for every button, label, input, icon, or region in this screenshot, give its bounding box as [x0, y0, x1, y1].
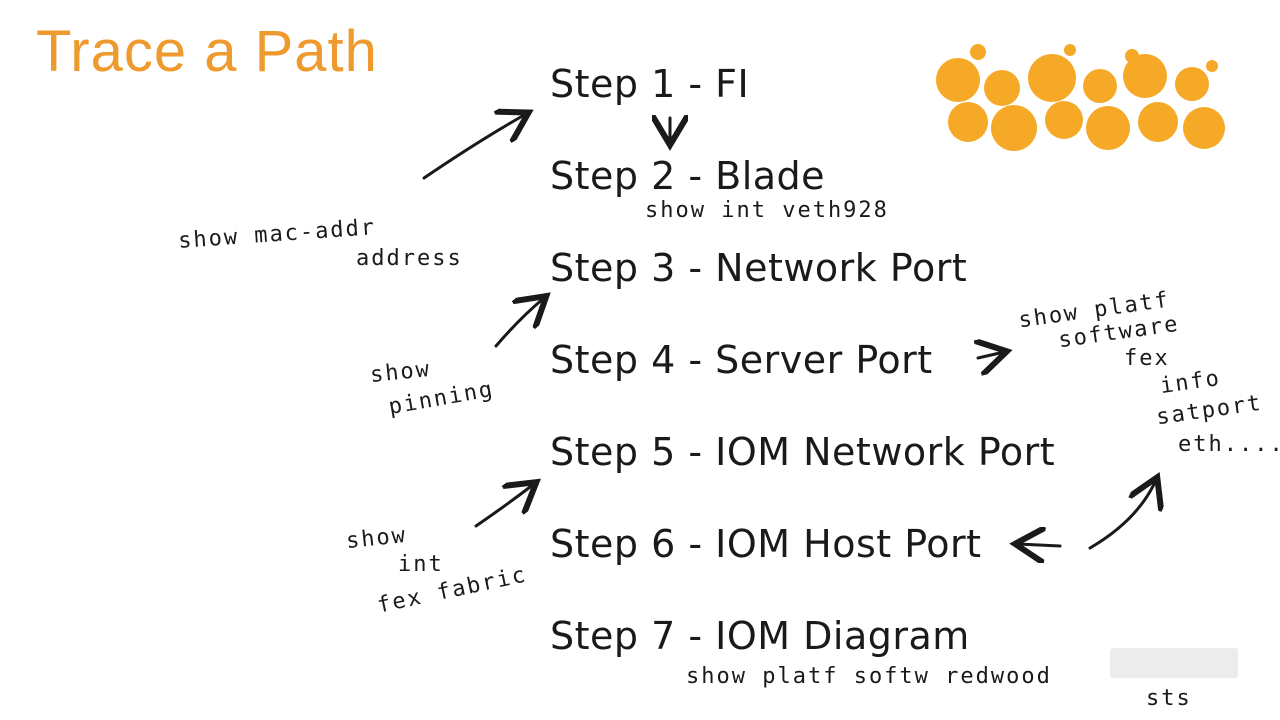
step-5-label: Step 5 - IOM Network Port	[550, 430, 1056, 474]
note-platform-bottom: show platf softw redwood	[686, 664, 1052, 689]
arrow-step4-to-platform	[978, 352, 1004, 358]
note-show-int-veth: show int veth928	[645, 198, 889, 223]
watermark-box	[1110, 648, 1238, 678]
arrow-up-to-platform	[1088, 480, 1156, 550]
step-3-label: Step 3 - Network Port	[550, 246, 968, 290]
step-2-label: Step 2 - Blade	[550, 154, 826, 198]
arrow-mac-to-step1	[422, 114, 526, 180]
note-sts: sts	[1146, 686, 1192, 711]
arrow-into-step6	[1018, 544, 1062, 546]
note-address: address	[356, 246, 463, 271]
note-platform-6: eth....	[1178, 432, 1280, 457]
step-1-label: Step 1 - FI	[550, 62, 750, 106]
arrow-fex-to-step5	[474, 484, 534, 528]
step-6-label: Step 6 - IOM Host Port	[550, 522, 982, 566]
note-platform-3: fex	[1124, 346, 1170, 371]
note-show-fex-2: int	[398, 552, 444, 577]
step-4-label: Step 4 - Server Port	[550, 338, 933, 382]
page-title: Trace a Path	[36, 19, 378, 84]
arrow-pinning-to-step3	[494, 298, 544, 348]
step-7-label: Step 7 - IOM Diagram	[550, 614, 970, 658]
